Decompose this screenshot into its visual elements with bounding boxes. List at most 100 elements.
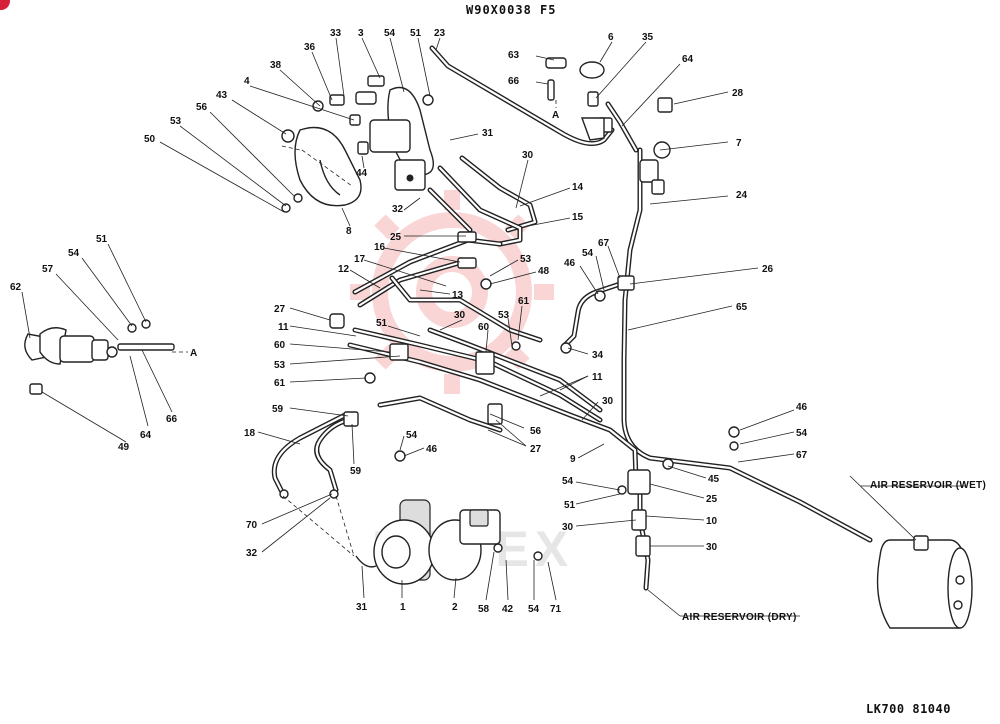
drawing-code: LK700 81040 [866,702,951,716]
callout-c58: 27 [530,444,542,455]
callout-c76: 71 [550,604,562,615]
callout-c9: 43 [216,90,228,101]
callout-c31: 64 [682,54,694,65]
callout-c25: 12 [338,264,350,275]
callout-c3: 54 [384,28,396,39]
callout-c19: 8 [346,226,352,237]
fittings [279,57,740,568]
callout-c46: 27 [274,304,286,315]
callout-c26: 13 [452,290,464,301]
callout-c74: 42 [502,604,514,615]
callout-c2: 3 [358,28,364,39]
callout-c17: 32 [392,204,404,215]
callout-c20: 25 [390,232,402,243]
callout-c49: 53 [274,360,286,371]
callout-c80: 51 [96,234,108,245]
callout-c50: 61 [274,378,286,389]
callout-c56: 54 [406,430,418,441]
callout-c78: 54 [796,428,808,439]
callout-c24: 48 [538,266,550,277]
callout-c12: 50 [144,134,156,145]
callout-c70: 31 [356,602,368,613]
diagram-title: W90X0038 F5 [466,3,557,17]
callout-c39: 65 [736,302,748,313]
callout-c37: 46 [564,258,576,269]
arrow-a-left-label: A [190,348,197,359]
air-chambers [373,499,501,585]
callout-c79: 67 [796,450,808,461]
callout-c15: 30 [522,150,534,161]
callout-c38: 26 [762,264,774,275]
callout-c28: 6 [608,32,614,43]
callout-c23: 17 [354,254,366,265]
callout-c36: 54 [582,248,594,259]
callout-c52: 59 [272,404,284,415]
callout-c42: 51 [376,318,388,329]
callout-c44: 60 [478,322,490,333]
callout-c16: 14 [572,182,584,193]
air-reservoir-dry-label: AIR RESERVOIR (DRY) [682,612,797,623]
callout-c81: 54 [68,248,80,259]
callout-c8: 4 [244,76,250,87]
callout-c77: 46 [796,402,808,413]
callout-c4: 51 [410,28,422,39]
callout-c11: 53 [170,116,182,127]
callout-c69: 32 [246,548,258,559]
hand-valve-assembly [24,319,175,395]
callout-c45: 34 [592,350,604,361]
callout-c18: 15 [572,212,584,223]
callout-c6: 36 [304,42,316,53]
callout-c41: 53 [498,310,510,321]
callout-c14: 44 [356,168,368,179]
callout-c63: 25 [706,494,718,505]
callout-c73: 58 [478,604,490,615]
callout-c75: 54 [528,604,540,615]
callout-c61: 45 [708,474,720,485]
callout-c35: 67 [598,238,610,249]
callout-c83: 62 [10,282,22,293]
callout-c55: 18 [244,428,256,439]
callout-c64: 51 [564,500,576,511]
callout-c82: 57 [42,264,54,275]
callout-c21: 16 [374,242,386,253]
callout-c43: 30 [454,310,466,321]
callout-c30: 66 [508,76,520,87]
callout-c27: 63 [508,50,520,61]
callout-c66: 30 [562,522,574,533]
corner-mark [0,0,10,10]
callout-c54: 56 [530,426,542,437]
callout-c51: 11 [592,372,603,383]
callout-c10: 56 [196,102,208,113]
callout-c1: 33 [330,28,342,39]
callout-c7: 38 [270,60,282,71]
callout-c84: 64 [140,430,152,441]
callout-c29: 35 [642,32,654,43]
callout-numbers: 33 3 54 51 23 36 38 4 43 56 53 50 31 44 … [10,28,808,615]
callout-c85: 66 [166,414,178,425]
leader-lines [21,37,966,617]
callout-c40: 61 [518,296,530,307]
callout-c62: 54 [562,476,574,487]
callout-c65: 10 [706,516,718,527]
callout-c34: 24 [736,190,748,201]
callout-c57: 46 [426,444,438,455]
arrow-a-top-label: A [552,110,559,121]
callout-c60: 9 [570,454,576,465]
callout-c22: 53 [520,254,532,265]
callout-c72: 2 [452,602,458,613]
callout-c68: 70 [246,520,258,531]
callout-c47: 11 [278,322,289,333]
callout-c71: 1 [400,602,406,613]
callout-c67: 30 [706,542,718,553]
callout-c59: 59 [350,466,362,477]
air-reservoir-wet-tank [876,535,973,629]
callout-c5: 23 [434,28,446,39]
callout-c48: 60 [274,340,286,351]
callout-c33: 7 [736,138,742,149]
air-reservoir-wet-label: AIR RESERVOIR (WET) [870,480,986,491]
callout-c32: 28 [732,88,744,99]
callout-c53: 30 [602,396,614,407]
callout-c13: 31 [482,128,494,139]
brake-valve-assembly [281,75,434,213]
